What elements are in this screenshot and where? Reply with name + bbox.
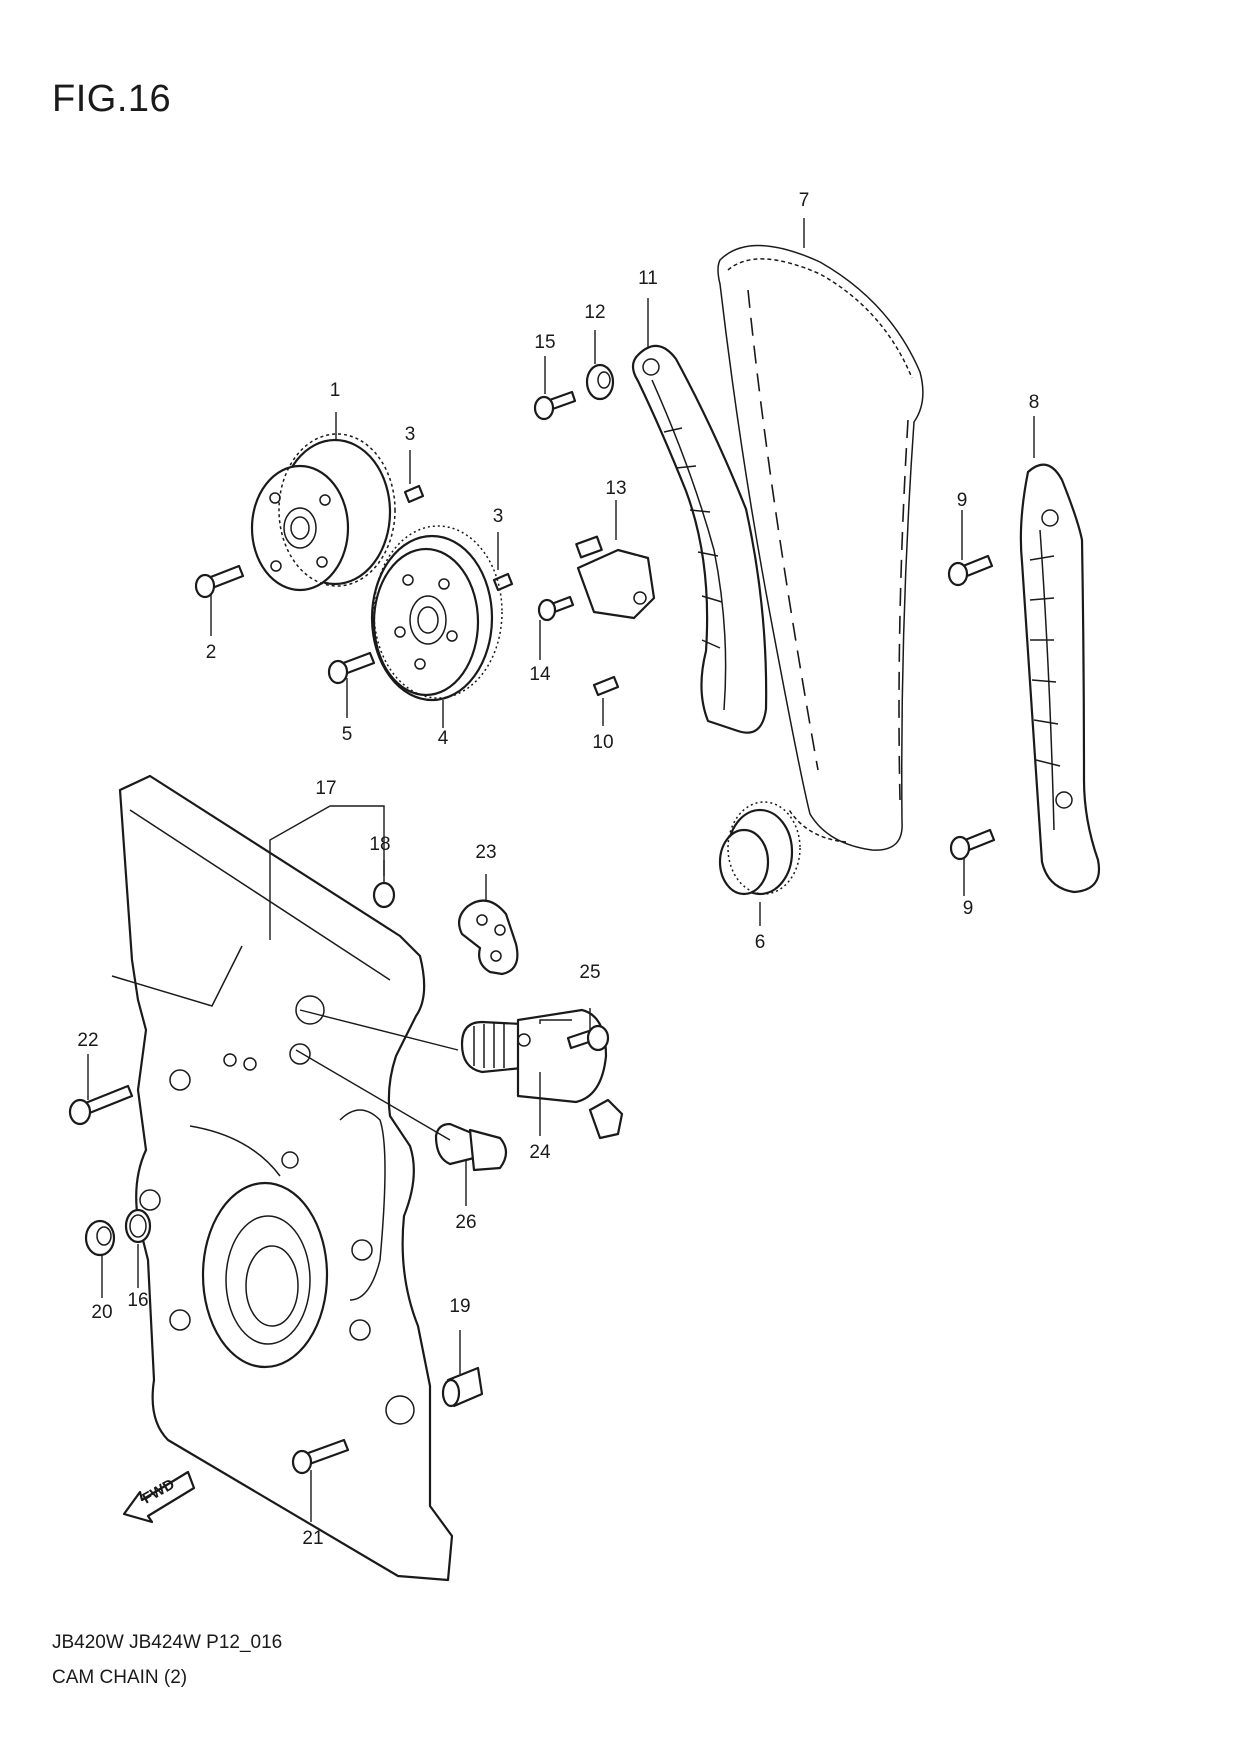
part-9-bolt-lower[interactable]	[949, 828, 996, 861]
part-7-timing-chain[interactable]	[717, 244, 924, 851]
part-23-gasket-plate[interactable]	[457, 899, 519, 976]
part-10-pin[interactable]	[592, 675, 620, 697]
callout-15: 15	[534, 332, 555, 353]
callout-17: 17	[315, 778, 336, 799]
callout-5: 5	[342, 724, 353, 745]
callout-20: 20	[91, 1302, 112, 1323]
callout-3-lower: 3	[493, 506, 504, 527]
part-18-plug[interactable]	[372, 881, 396, 909]
callout-9-upper: 9	[957, 490, 968, 511]
part-8-chain-guide[interactable]	[1019, 463, 1101, 894]
leader-lines	[87, 218, 1035, 1522]
callout-23: 23	[475, 842, 496, 863]
part-12-washer[interactable]	[585, 363, 615, 401]
part-11-chain-guide[interactable]	[631, 344, 768, 734]
part-25-bolt[interactable]	[566, 1024, 610, 1052]
callout-13: 13	[605, 478, 626, 499]
callout-6: 6	[755, 932, 766, 953]
callout-10: 10	[592, 732, 613, 753]
part-1-cam-sprocket-hub[interactable]	[250, 433, 396, 592]
part-21-bolt[interactable]	[291, 1438, 350, 1475]
figure-caption: CAM CHAIN (2)	[52, 1667, 188, 1688]
callout-24: 24	[529, 1142, 551, 1163]
part-26-sensor[interactable]	[434, 1122, 508, 1172]
part-16-washer[interactable]	[124, 1208, 152, 1244]
callout-12: 12	[584, 302, 605, 323]
part-3-dowel-pin-upper[interactable]	[403, 484, 425, 504]
forward-direction-arrow: FWD	[122, 1470, 196, 1524]
part-2-bolt[interactable]	[194, 564, 245, 599]
callout-22: 22	[77, 1030, 98, 1051]
callout-2: 2	[206, 642, 217, 663]
part-6-crank-sprocket[interactable]	[718, 801, 801, 896]
callout-3-upper: 3	[405, 424, 416, 445]
part-17-timing-chain-cover[interactable]	[111, 774, 454, 1582]
part-22-bolt[interactable]	[68, 1084, 134, 1126]
callout-14: 14	[529, 664, 551, 685]
callout-21: 21	[302, 1528, 323, 1549]
callout-16: 16	[127, 1290, 148, 1311]
part-13-chain-tensioner[interactable]	[575, 535, 656, 620]
part-4-cam-gear[interactable]	[370, 525, 503, 702]
callout-8: 8	[1029, 392, 1040, 413]
callout-11: 11	[638, 268, 658, 289]
part-20-plug[interactable]	[84, 1219, 116, 1257]
part-15-bolt[interactable]	[533, 390, 577, 421]
model-code: JB420W JB424W P12_016	[52, 1632, 283, 1653]
callout-18: 18	[369, 834, 390, 855]
figure-title: FIG.16	[52, 78, 172, 120]
callout-25: 25	[579, 962, 600, 983]
part-14-bolt[interactable]	[537, 595, 575, 622]
callout-1: 1	[330, 380, 341, 401]
callout-numbers: 1 2 3 3 4 5 6 7 8 9 9 10 11 12 13 14 15 …	[77, 190, 1039, 1549]
callout-19: 19	[449, 1296, 470, 1317]
part-9-bolt-upper[interactable]	[947, 554, 994, 587]
callout-4: 4	[438, 728, 449, 749]
callout-26: 26	[455, 1212, 476, 1233]
callout-7: 7	[799, 190, 810, 211]
callout-9-lower: 9	[963, 898, 974, 919]
part-5-bolt[interactable]	[327, 651, 376, 685]
part-19-dowel[interactable]	[441, 1366, 484, 1408]
